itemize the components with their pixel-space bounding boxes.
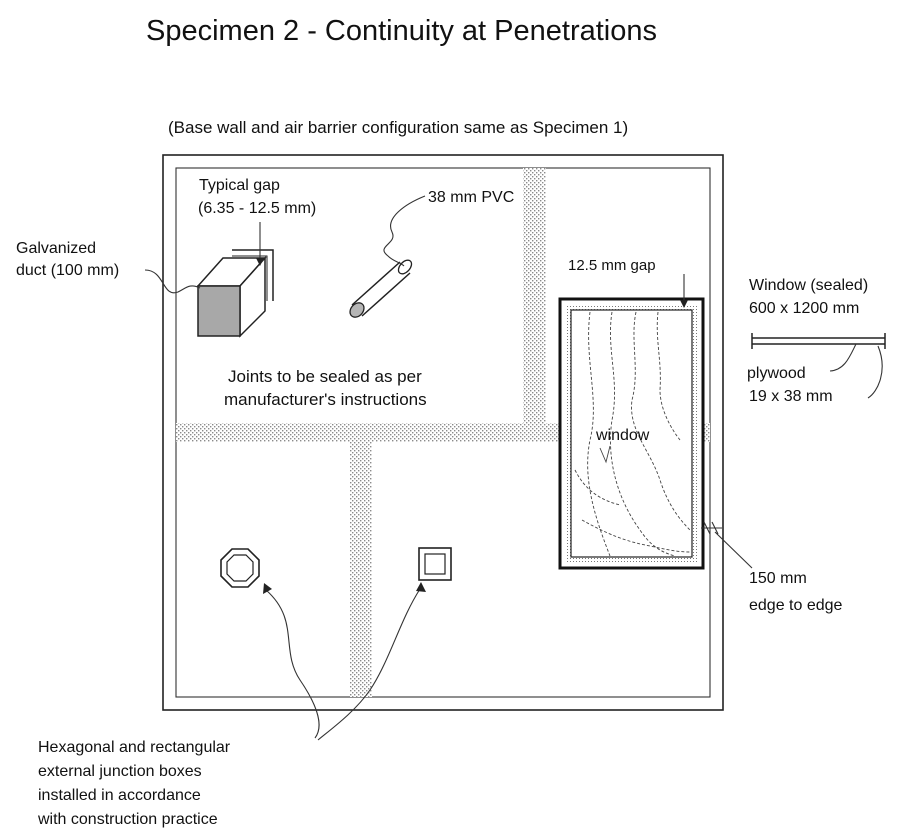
edge-to-edge-label: 150 mm edge to edge (749, 570, 843, 614)
hex-box-arrowhead (263, 583, 272, 594)
rect-box-leader (317, 588, 421, 741)
joints-label: Joints to be sealed as per manufacturer'… (224, 367, 427, 409)
duct-leader (144, 269, 201, 294)
edge-tick-left (703, 521, 711, 535)
typical-gap-label: Typical gap (6.35 - 12.5 mm) (198, 177, 316, 217)
window-gap-arrowhead (680, 300, 688, 308)
hexagonal-junction-box-icon (220, 548, 260, 588)
window-gap-label: 12.5 mm gap (568, 257, 656, 274)
vertical-seam-lower (350, 442, 372, 697)
edge-tick-right (711, 521, 719, 535)
pvc-leader (383, 195, 426, 267)
vertical-seam-upper (523, 168, 546, 423)
window-label: window (595, 427, 650, 444)
pvc-label: 38 mm PVC (428, 189, 514, 206)
hex-box-leader (265, 589, 320, 739)
galvanized-duct-icon (196, 249, 274, 338)
window-sealed-label: Window (sealed) 600 x 1200 mm (749, 277, 873, 317)
plywood-leader (829, 343, 857, 372)
pvc-pipe-icon (349, 259, 413, 318)
junction-box-label: Hexagonal and rectangular external junct… (37, 739, 235, 828)
plywood-label: plywood 19 x 38 mm (747, 365, 833, 405)
rect-box-arrowhead (416, 582, 426, 592)
typical-gap-arrowhead (256, 258, 264, 266)
window-sealed-detail (751, 333, 886, 349)
plywood-size-leader (867, 345, 883, 399)
diagram-subtitle: (Base wall and air barrier configuration… (168, 118, 628, 137)
window-frame-icon (558, 297, 705, 570)
rectangular-junction-box-icon (418, 547, 452, 581)
duct-label: Galvanized duct (100 mm) (16, 240, 119, 279)
diagram-title: Specimen 2 - Continuity at Penetrations (146, 15, 657, 47)
wall-outer-frame (162, 154, 724, 711)
edge-leader (714, 531, 753, 569)
